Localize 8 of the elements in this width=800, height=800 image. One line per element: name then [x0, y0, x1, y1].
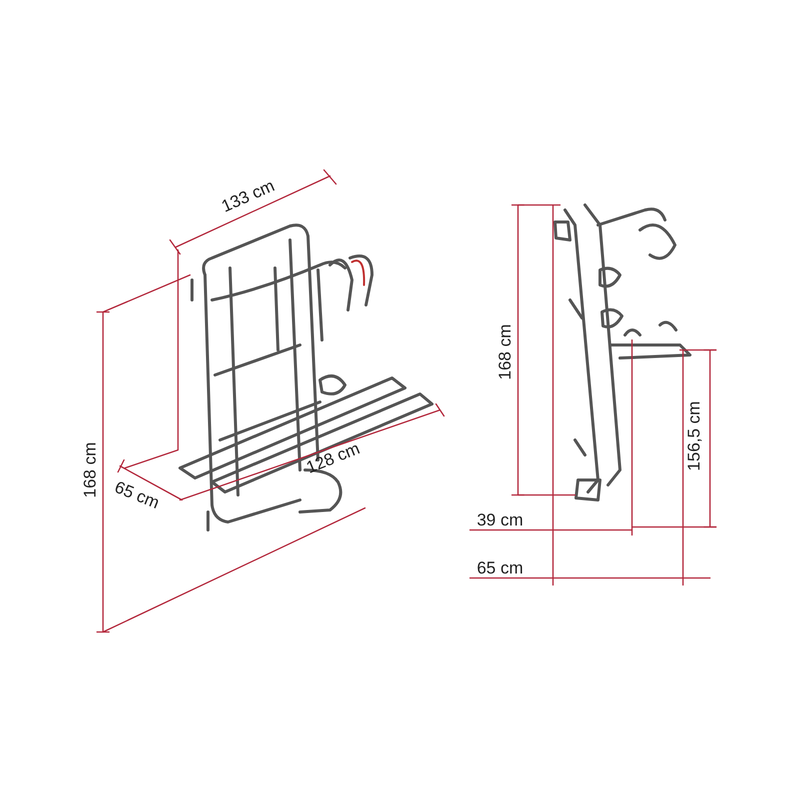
dimension-label: 168 cm [82, 442, 98, 498]
dimension-label: 168 cm [496, 324, 514, 380]
dimension-label: 39 cm [476, 512, 524, 528]
dimension-label: 65 cm [112, 478, 162, 512]
dimension-label: 133 cm [219, 176, 277, 216]
dimension-label: 128 cm [304, 440, 362, 476]
dimension-label: 156,5 cm [686, 401, 702, 471]
dimension-label: 65 cm [476, 560, 524, 576]
